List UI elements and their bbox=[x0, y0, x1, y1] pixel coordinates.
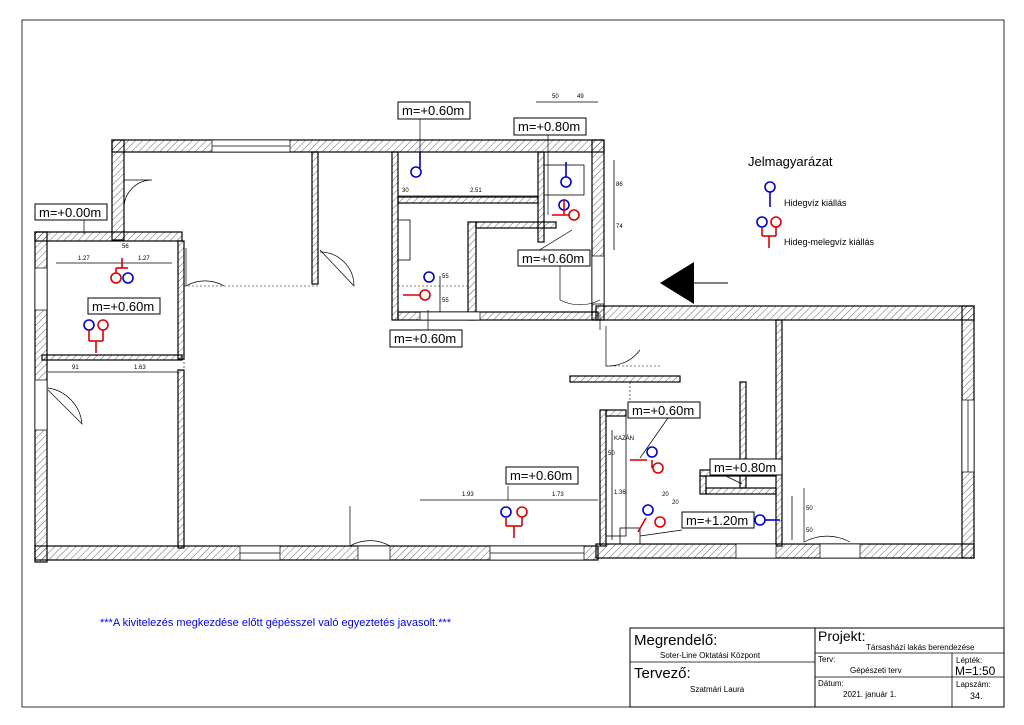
legend-hotcold-symbol bbox=[756, 216, 782, 248]
kazan-label: KAZÁN bbox=[614, 435, 634, 442]
windows bbox=[34, 139, 975, 561]
title-block: Megrendelő: Soter-Line Oktatási Központ … bbox=[629, 627, 1005, 708]
hotcold-outlet bbox=[110, 258, 134, 284]
outlets bbox=[83, 152, 782, 538]
sheet-frame bbox=[21, 19, 1005, 708]
dim-127a: 1.27 bbox=[78, 256, 90, 262]
hotcold-outlet bbox=[83, 319, 109, 353]
svg-text:m=+0.60m: m=+0.60m bbox=[522, 251, 584, 266]
dimensions bbox=[48, 101, 793, 540]
legend-title: Jelmagyarázat bbox=[748, 154, 833, 169]
walls bbox=[34, 139, 975, 563]
dim-55b: 55 bbox=[442, 298, 449, 304]
designer-name: Szatmári Laura bbox=[690, 685, 745, 694]
svg-text:m=+0.60m: m=+0.60m bbox=[92, 299, 154, 314]
dim-50b: 50 bbox=[608, 451, 615, 457]
svg-text:m=+0.80m: m=+0.80m bbox=[518, 119, 580, 134]
dim-56: 56 bbox=[122, 244, 129, 250]
sheet-label: Lapszám: bbox=[956, 680, 991, 689]
height-tag: m=+0.60m bbox=[505, 466, 579, 485]
height-tag: m=+0.60m bbox=[389, 329, 463, 348]
cold-outlet bbox=[410, 152, 422, 178]
construction-note: ***A kivitelezés megkezdése előtt gépéss… bbox=[100, 617, 452, 629]
sheet-number: 34. bbox=[970, 691, 983, 701]
height-tag: m=+0.80m bbox=[709, 458, 783, 476]
dim-49: 49 bbox=[577, 94, 584, 100]
doors bbox=[47, 179, 851, 547]
height-tag: m=+0.80m bbox=[513, 117, 587, 136]
project-label: Projekt: bbox=[818, 628, 865, 644]
plan-label: Terv: bbox=[818, 655, 835, 664]
dim-50d: 50 bbox=[806, 528, 813, 534]
dim-50c: 50 bbox=[806, 506, 813, 512]
height-tag: m=+0.60m bbox=[397, 101, 471, 120]
cold-outlet bbox=[560, 162, 572, 188]
height-tag: m=+1.20m bbox=[681, 511, 755, 529]
dim-173: 1.73 bbox=[552, 492, 564, 498]
plan-name: Gépészeti terv bbox=[850, 666, 902, 675]
svg-text:m=+0.60m: m=+0.60m bbox=[632, 403, 694, 418]
dim-86: 86 bbox=[616, 182, 623, 188]
hotcold-outlet bbox=[637, 504, 666, 533]
openings bbox=[183, 246, 777, 410]
designer-label: Tervező: bbox=[634, 665, 691, 682]
dim-50a: 50 bbox=[552, 94, 559, 100]
scale-label: Lépték: bbox=[956, 656, 982, 665]
dim-251: 2.51 bbox=[470, 188, 482, 194]
hotcold-outlet bbox=[630, 446, 664, 474]
legend-cold-label: Hidegvíz kiállás bbox=[784, 198, 847, 208]
date-label: Dátum: bbox=[818, 679, 844, 688]
project-name: Társasházi lakás berendezése bbox=[866, 643, 975, 652]
dim-20a: 20 bbox=[662, 492, 669, 498]
height-tag: m=+0.60m bbox=[87, 297, 161, 315]
fixtures bbox=[397, 164, 641, 545]
legend-hotcold-label: Hideg-melegvíz kiállás bbox=[784, 237, 875, 247]
dim-30: 30 bbox=[402, 188, 409, 194]
svg-text:m=+0.60m: m=+0.60m bbox=[394, 331, 456, 346]
dim-136: 1.36 bbox=[614, 490, 626, 496]
dim-20b: 20 bbox=[672, 500, 679, 506]
client-name: Soter-Line Oktatási Központ bbox=[660, 651, 761, 660]
dim-91: 91 bbox=[72, 365, 79, 371]
svg-text:m=+0.60m: m=+0.60m bbox=[402, 103, 464, 118]
hotcold-outlet bbox=[403, 271, 435, 301]
svg-text:m=+1.20m: m=+1.20m bbox=[686, 513, 748, 528]
cold-outlet bbox=[764, 181, 776, 207]
height-tag: m=+0.00m bbox=[34, 203, 108, 221]
hotcold-outlet bbox=[500, 506, 528, 538]
height-tag: m=+0.60m bbox=[627, 401, 701, 419]
dim-163: 1.63 bbox=[134, 365, 146, 371]
svg-text:m=+0.00m: m=+0.00m bbox=[39, 205, 101, 220]
dim-193: 1.93 bbox=[462, 492, 474, 498]
client-label: Megrendelő: bbox=[634, 632, 717, 649]
legend: Jelmagyarázat Hidegvíz kiállás Hideg-mel… bbox=[748, 154, 875, 247]
date-value: 2021. január 1. bbox=[843, 690, 896, 699]
scale-value: M=1:50 bbox=[955, 664, 996, 678]
hotcold-outlet bbox=[552, 199, 580, 221]
svg-text:m=+0.60m: m=+0.60m bbox=[510, 468, 572, 483]
direction-arrow bbox=[660, 262, 694, 304]
cold-outlet bbox=[754, 514, 780, 526]
height-tag: m=+0.60m bbox=[517, 249, 591, 267]
dim-74: 74 bbox=[616, 224, 623, 230]
dim-127b: 1.27 bbox=[138, 256, 150, 262]
svg-text:m=+0.80m: m=+0.80m bbox=[714, 460, 776, 475]
dim-55a: 55 bbox=[442, 274, 449, 280]
